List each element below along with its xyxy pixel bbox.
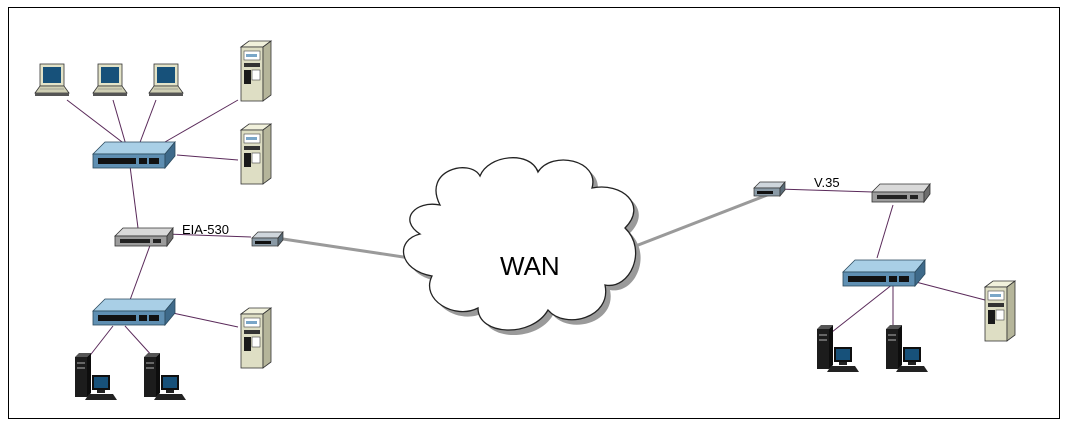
workstation-icon [886, 325, 928, 372]
wan-links [282, 188, 781, 260]
eia-530-label: EIA-530 [182, 222, 229, 237]
laptop-icon [92, 63, 128, 97]
router-icon [114, 227, 174, 247]
router-icon [871, 183, 931, 203]
hub-icon [92, 141, 176, 169]
wan-cloud-icon [402, 157, 641, 336]
wan-label: WAN [500, 251, 560, 281]
server-tower-icon [240, 123, 272, 185]
diagram-frame [8, 7, 1060, 419]
modem-icon [753, 181, 786, 197]
right-lan-links [777, 188, 986, 333]
workstation-icon [144, 353, 186, 400]
workstation-icon [75, 353, 117, 400]
hub-icon [842, 259, 926, 287]
modem-icon [251, 231, 284, 247]
server-tower-icon [240, 40, 272, 102]
laptop-icon [34, 63, 70, 97]
server-tower-icon [240, 307, 272, 369]
server-tower-icon [984, 280, 1016, 342]
left-lan-links [66, 99, 252, 359]
laptop-icon [148, 63, 184, 97]
v35-label: V.35 [814, 175, 840, 190]
hub-icon [92, 298, 176, 326]
workstation-icon [817, 325, 859, 372]
